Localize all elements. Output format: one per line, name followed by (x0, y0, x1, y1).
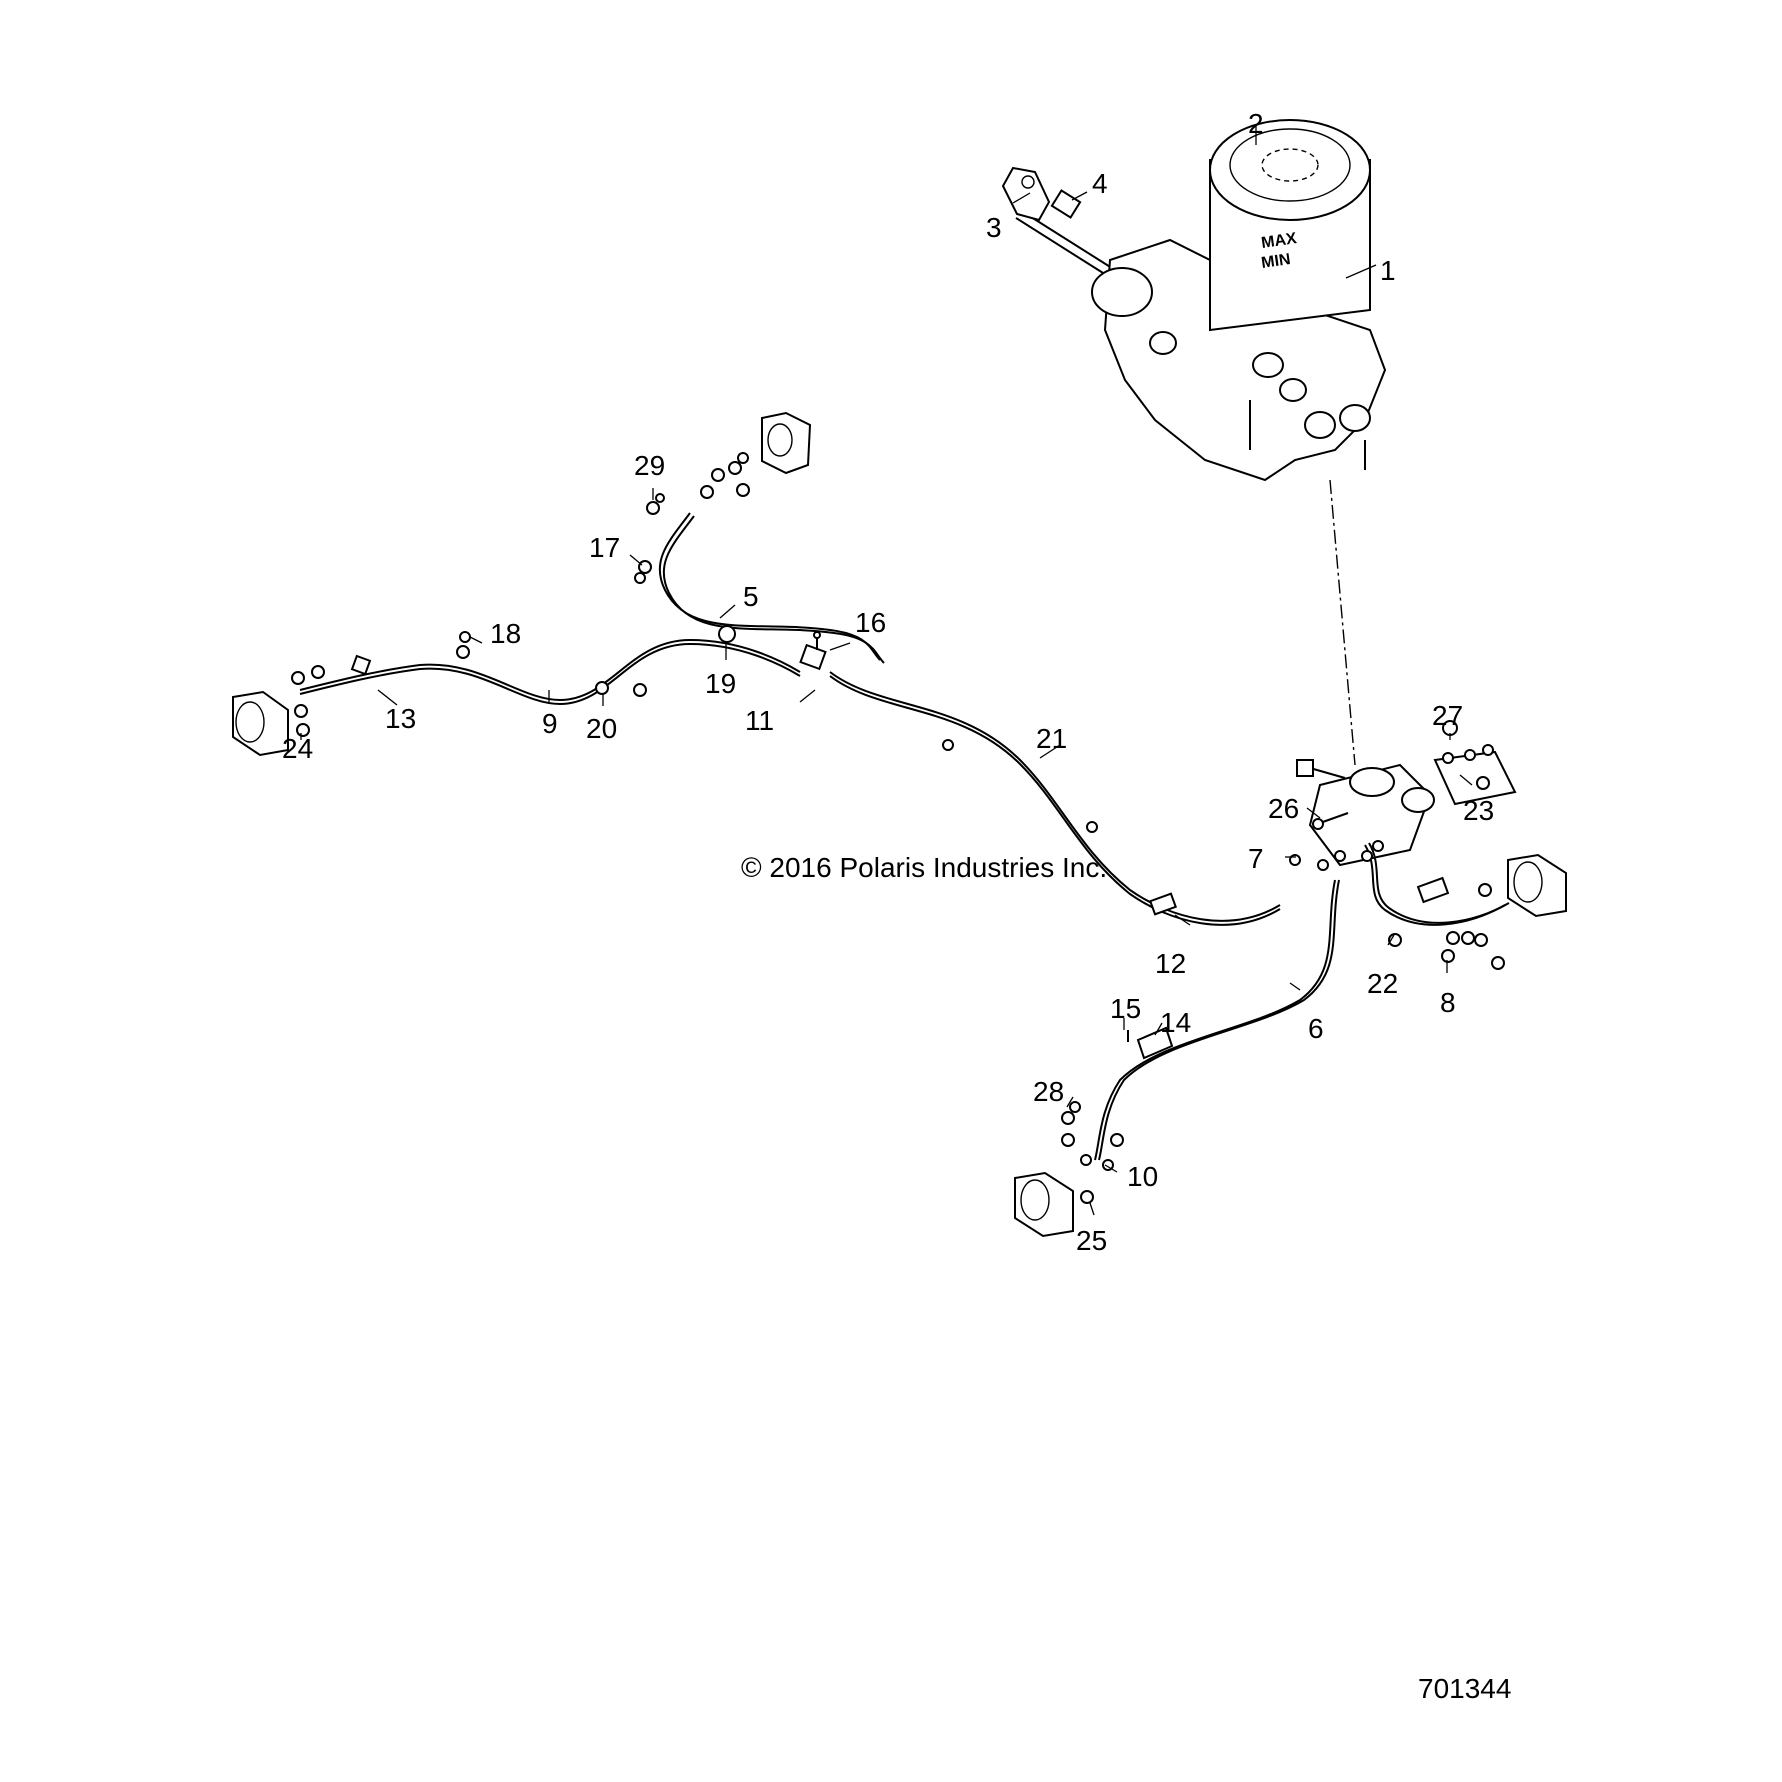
callout-leaders (300, 125, 1473, 1216)
callout-6: 6 (1308, 1013, 1324, 1044)
callout-3: 3 (986, 212, 1002, 243)
callout-labels: 1 2 3 4 5 6 7 8 9 10 11 12 13 14 15 16 1… (282, 108, 1494, 1256)
callout-25: 25 (1076, 1225, 1107, 1256)
callout-15: 15 (1110, 993, 1141, 1024)
callout-17: 17 (589, 532, 620, 563)
callout-12: 12 (1155, 948, 1186, 979)
brake-line-5 (658, 411, 885, 664)
callout-7: 7 (1248, 843, 1264, 874)
callout-26: 26 (1268, 793, 1299, 824)
callout-27: 27 (1432, 700, 1463, 731)
document-number: 701344 (1418, 1673, 1511, 1704)
callout-21: 21 (1036, 723, 1067, 754)
callout-23: 23 (1463, 795, 1494, 826)
master-cylinder: MAX MIN (1001, 119, 1387, 482)
reservoir-max-mark: MAX (1260, 230, 1298, 252)
callout-29: 29 (634, 450, 665, 481)
junction-block-11 (799, 643, 827, 671)
callout-2: 2 (1248, 108, 1264, 139)
brake-line-9 (232, 638, 801, 757)
callout-11: 11 (745, 705, 774, 736)
callout-10: 10 (1127, 1161, 1158, 1192)
alignment-line (1329, 479, 1356, 766)
callout-13: 13 (385, 703, 416, 734)
copyright-notice: © 2016 Polaris Industries Inc. (741, 852, 1107, 883)
callout-28: 28 (1033, 1076, 1064, 1107)
callout-20: 20 (586, 713, 617, 744)
callout-22: 22 (1367, 968, 1398, 999)
callout-4: 4 (1092, 168, 1108, 199)
clip-29 (646, 501, 660, 515)
callout-18: 18 (490, 618, 521, 649)
callout-1: 1 (1380, 255, 1396, 286)
callout-5: 5 (743, 581, 759, 612)
callout-9: 9 (542, 708, 558, 739)
brake-line-21 (829, 671, 1281, 926)
reservoir-min-mark: MIN (1260, 251, 1291, 272)
callout-14: 14 (1160, 1007, 1191, 1038)
callout-19: 19 (705, 668, 736, 699)
brake-line-22 (1361, 840, 1567, 970)
callout-8: 8 (1440, 987, 1456, 1018)
brake-line-6 (1014, 879, 1340, 1238)
clip-18 (459, 631, 471, 643)
callout-16: 16 (855, 607, 886, 638)
junction-valve (1296, 720, 1517, 867)
clip-17 (638, 560, 652, 574)
callout-24: 24 (282, 733, 313, 764)
